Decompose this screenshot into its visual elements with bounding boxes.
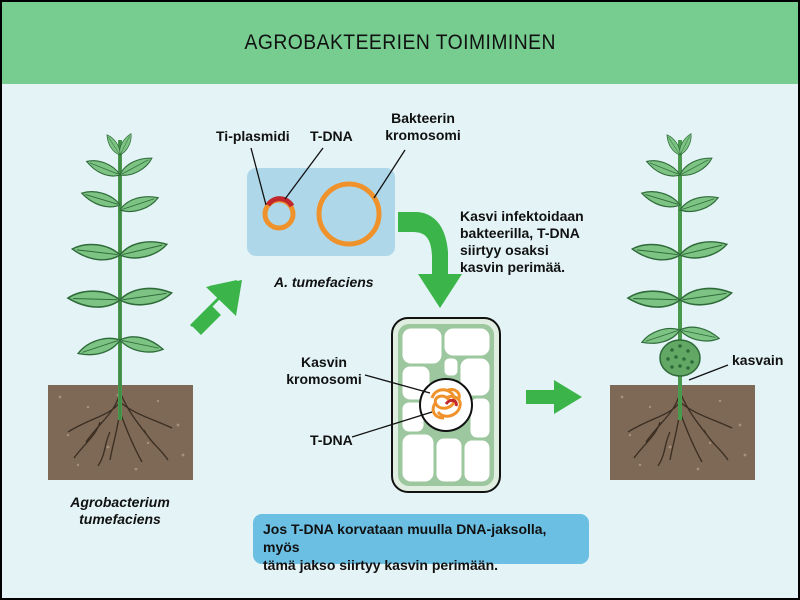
note-line1: Jos T-DNA korvataan muulla DNA-jaksolla,… (263, 521, 547, 555)
plant-chromosome-tangle (430, 388, 462, 420)
label-infection-line4: kasvin perimää. (460, 259, 566, 275)
label-agrobacterium-line1: Agrobacterium (70, 494, 170, 510)
tdna-segment (265, 196, 295, 208)
tumor-gall (659, 339, 701, 377)
right-plant (610, 131, 755, 480)
page-title: AGROBAKTEERIEN TOIMIMINEN (244, 31, 556, 54)
arrow-to-bacterium (190, 280, 242, 335)
label-infection-line3: siirtyy osaksi (460, 242, 549, 258)
title-bar: AGROBAKTEERIEN TOIMIMINEN (2, 2, 798, 84)
label-bacterium-name: A. tumefaciens (274, 274, 374, 290)
label-plant-chromosome: Kasvin kromosomi (284, 354, 364, 388)
note-box: Jos T-DNA korvataan muulla DNA-jaksolla,… (253, 514, 589, 573)
label-infection-line1: Kasvi infektoidaan (460, 208, 584, 224)
label-bacterial-chromosome-line2: kromosomi (385, 127, 461, 143)
bacterium-box (247, 147, 406, 256)
note-line2: tämä jakso siirtyy kasvin perimään. (263, 557, 499, 573)
label-plant-chromosome-line2: kromosomi (286, 371, 362, 387)
label-agrobacterium-line2: tumefaciens (79, 511, 161, 527)
left-plant (48, 131, 193, 480)
arrow-infection (398, 212, 462, 308)
label-bacterial-chromosome-line1: Bakteerin (391, 110, 455, 126)
label-tdna-cell: T-DNA (310, 432, 353, 448)
label-infection-line2: bakteerilla, T-DNA (460, 225, 580, 241)
label-ti-plasmid: Ti-plasmidi (216, 128, 290, 144)
label-bacterial-chromosome: Bakteerin kromosomi (384, 110, 462, 144)
label-tdna-plasmid: T-DNA (310, 128, 353, 144)
arrow-to-tumor-plant (526, 380, 582, 414)
label-tumor: kasvain (732, 352, 784, 368)
label-infection-text: Kasvi infektoidaan bakteerilla, T-DNA si… (460, 208, 584, 276)
label-plant-chromosome-line1: Kasvin (301, 354, 347, 370)
label-agrobacterium: Agrobacterium tumefaciens (60, 494, 180, 528)
right-soil (610, 385, 755, 480)
plant-cell (391, 317, 501, 493)
bacterial-chromosome-ring (316, 181, 382, 247)
cell-nucleus (419, 378, 473, 432)
